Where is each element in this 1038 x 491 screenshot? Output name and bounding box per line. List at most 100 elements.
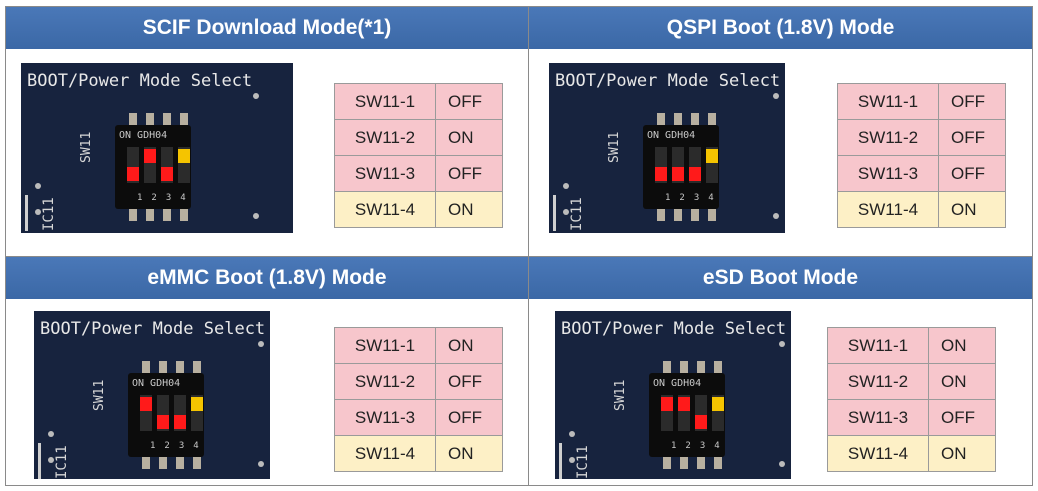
switch-pin	[193, 457, 201, 469]
ic-marker	[38, 443, 41, 479]
switch-name: SW11-4	[334, 191, 436, 228]
switch-pin	[129, 209, 137, 221]
switch-state: OFF	[938, 83, 1006, 120]
panel-title: QSPI Boot (1.8V) Mode	[529, 7, 1032, 51]
switch-name: SW11-3	[827, 399, 929, 436]
switch-state: OFF	[435, 83, 503, 120]
switch-state: OFF	[938, 155, 1006, 192]
switch-pin	[663, 457, 671, 469]
ic-label: IC11	[41, 197, 57, 231]
switch-state: OFF	[938, 119, 1006, 156]
panel-title: eSD Boot Mode	[529, 257, 1032, 301]
switch-slot	[706, 147, 718, 183]
switch-pin	[657, 209, 665, 221]
switch-pin	[159, 361, 167, 373]
pcb-label: BOOT/Power Mode Select	[555, 71, 781, 91]
switch-state: ON	[928, 327, 996, 364]
ic-label: IC11	[54, 445, 70, 479]
board-via	[48, 457, 54, 463]
switch-lever	[127, 167, 139, 181]
switch-state: ON	[435, 435, 503, 472]
board-via	[779, 461, 785, 467]
switch-name: SW11-1	[827, 327, 929, 364]
switch-pin	[708, 209, 716, 221]
switch-name: SW11-1	[334, 83, 436, 120]
switch-pin	[674, 113, 682, 125]
switch-name: SW11-1	[837, 83, 939, 120]
switch-slot	[689, 147, 701, 183]
board-via	[48, 431, 54, 437]
switch-lever	[140, 397, 152, 411]
switch-slot	[655, 147, 667, 183]
switch-pin	[657, 113, 665, 125]
switch-slot	[144, 147, 156, 183]
switch-slot	[157, 395, 169, 431]
switch-slot	[712, 395, 724, 431]
board-via	[563, 209, 569, 215]
switch-pin	[663, 361, 671, 373]
chip-label: ON GDH04	[119, 130, 168, 141]
switch-name: SW11-4	[827, 435, 929, 472]
switch-lever	[706, 149, 718, 163]
switch-pin	[176, 457, 184, 469]
switch-name: SW11-2	[827, 363, 929, 400]
switch-state: OFF	[435, 155, 503, 192]
switch-pin	[129, 113, 137, 125]
switch-name: SW11-3	[334, 155, 436, 192]
switch-pin	[691, 113, 699, 125]
switch-slot	[161, 147, 173, 183]
switch-pin	[674, 209, 682, 221]
chip-label: ON GDH04	[132, 378, 181, 389]
chip-label: ON GDH04	[653, 378, 702, 389]
switch-state: ON	[435, 191, 503, 228]
switch-name: SW11-2	[334, 363, 436, 400]
switch-pin	[159, 457, 167, 469]
switch-pin	[680, 361, 688, 373]
switch-pin	[697, 361, 705, 373]
switch-lever	[672, 167, 684, 181]
panel-qspi: QSPI Boot (1.8V) Mode BOOT/Power Mode Se…	[529, 7, 1032, 257]
switch-lever	[655, 167, 667, 181]
switch-slot	[672, 147, 684, 183]
switch-name: SW11-1	[334, 327, 436, 364]
switch-pin	[714, 457, 722, 469]
switch-name: SW11-2	[837, 119, 939, 156]
switch-lever	[695, 415, 707, 429]
switch-numbers: 1234	[671, 441, 729, 451]
pcb-label: BOOT/Power Mode Select	[27, 71, 253, 91]
switch-state: ON	[928, 363, 996, 400]
switch-pin	[691, 209, 699, 221]
switch-name: SW11-3	[837, 155, 939, 192]
panel-esd: eSD Boot Mode BOOT/Power Mode Select ON …	[529, 257, 1032, 485]
board-via	[35, 183, 41, 189]
switch-pin	[163, 209, 171, 221]
ic-marker	[559, 443, 562, 479]
switch-pin	[193, 361, 201, 373]
panel-title: eMMC Boot (1.8V) Mode	[6, 257, 528, 301]
switch-pin	[146, 209, 154, 221]
pcb-label: BOOT/Power Mode Select	[561, 319, 787, 339]
dip-switch: ON GDH04 1234	[635, 357, 735, 473]
switch-name: SW11-4	[334, 435, 436, 472]
switch-pin	[142, 361, 150, 373]
switch-pin	[680, 457, 688, 469]
switch-slot	[695, 395, 707, 431]
